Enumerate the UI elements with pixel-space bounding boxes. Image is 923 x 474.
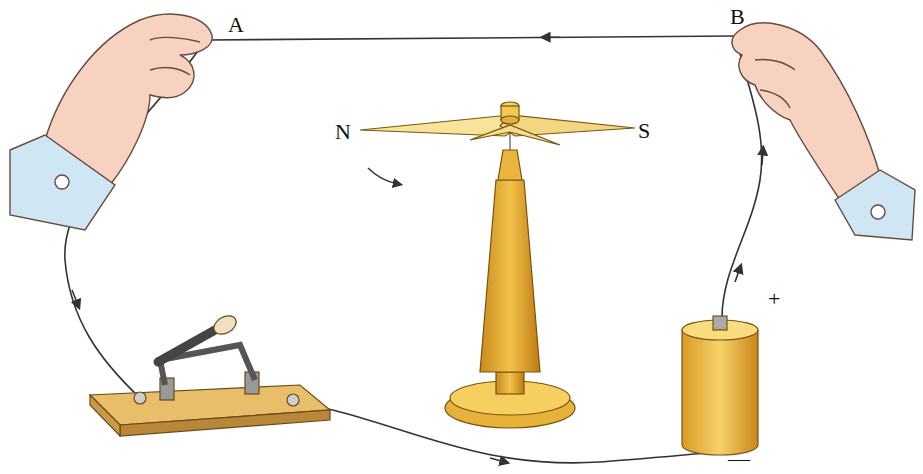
knife-switch xyxy=(90,312,330,436)
point-label: B xyxy=(730,6,745,28)
point-label: N xyxy=(335,121,351,143)
right-hand xyxy=(732,23,915,240)
point-label: S xyxy=(638,120,650,142)
left-hand xyxy=(10,14,212,230)
point-label: A xyxy=(228,14,244,36)
battery xyxy=(682,316,758,455)
point-label: + xyxy=(768,288,780,310)
compass xyxy=(360,102,635,428)
point-label: — xyxy=(728,448,750,470)
wire xyxy=(65,36,763,463)
